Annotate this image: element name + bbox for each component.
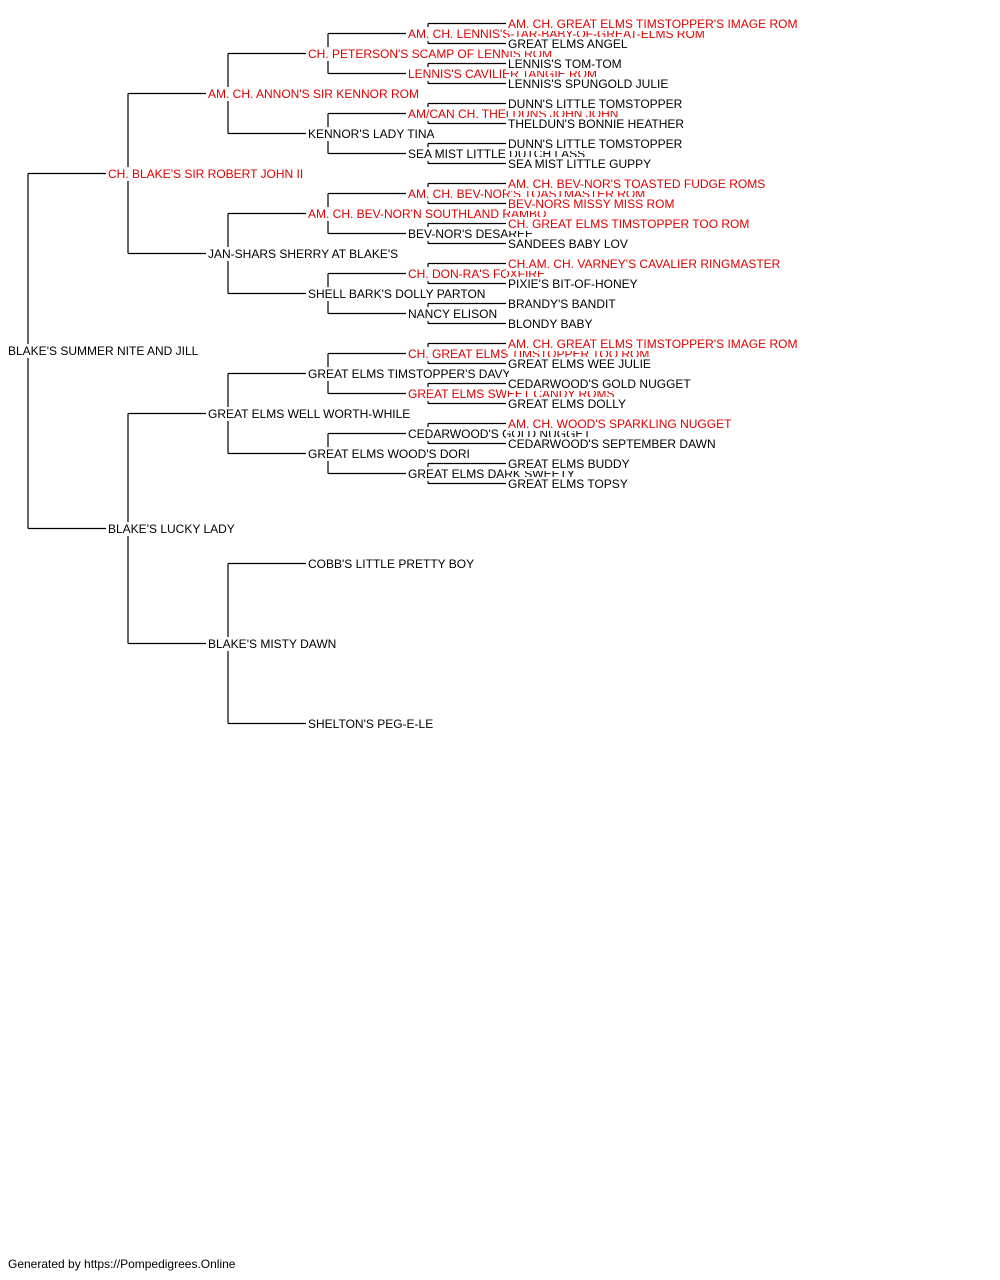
pedigree-name-dam-gen2: JAN-SHARS SHERRY AT BLAKE'S (206, 246, 401, 261)
pedigree-name-sire-gen5: DUNN'S LITTLE TOMSTOPPER (506, 96, 685, 111)
pedigree-name-dam-gen5: PIXIE'S BIT-OF-HONEY (506, 276, 640, 291)
pedigree-name-sire-gen2: GREAT ELMS WELL WORTH-WHILE (206, 406, 413, 421)
footer-credit: Generated by https://Pompedigrees.Online (8, 1257, 236, 1271)
pedigree-name-dam-gen5: SEA MIST LITTLE GUPPY (506, 156, 654, 171)
pedigree-name-sire-gen2: AM. CH. ANNON'S SIR KENNOR ROM (206, 86, 421, 101)
pedigree-name-dam-gen5: CEDARWOOD'S SEPTEMBER DAWN (506, 436, 718, 451)
pedigree-name-dam-gen3: SHELL BARK'S DOLLY PARTON (306, 286, 488, 301)
pedigree-name-dam-gen5: SANDEES BABY LOV (506, 236, 630, 251)
pedigree-name-dam-gen3: KENNOR'S LADY TINA (306, 126, 437, 141)
pedigree-name-dam-gen5: BLONDY BABY (506, 316, 595, 331)
pedigree-name-sire-gen3: COBB'S LITTLE PRETTY BOY (306, 556, 477, 571)
pedigree-name-dam-gen2: BLAKE'S MISTY DAWN (206, 636, 339, 651)
pedigree-name-sire-gen5: DUNN'S LITTLE TOMSTOPPER (506, 136, 685, 151)
pedigree-name-dam-gen3: GREAT ELMS WOOD'S DORI (306, 446, 472, 461)
pedigree-name-dam-gen5: BEV-NORS MISSY MISS ROM (506, 196, 677, 211)
pedigree-name-sire-gen5: CH. GREAT ELMS TIMSTOPPER TOO ROM (506, 216, 752, 231)
pedigree-name-dam-gen5: GREAT ELMS WEE JULIE (506, 356, 653, 371)
pedigree-name-sire-gen3: GREAT ELMS TIMSTOPPER'S DAVY (306, 366, 513, 381)
pedigree-name-sire-gen5: CEDARWOOD'S GOLD NUGGET (506, 376, 693, 391)
pedigree-name-sire-gen5: LENNIS'S TOM-TOM (506, 56, 624, 71)
pedigree-name-dam-gen5: THELDUN'S BONNIE HEATHER (506, 116, 687, 131)
pedigree-name-sire-gen3: CH. PETERSON'S SCAMP OF LENNIS ROM (306, 46, 555, 61)
pedigree-name-sire-gen1: CH. BLAKE'S SIR ROBERT JOHN II (106, 166, 306, 181)
pedigree-name-sire-gen3: AM. CH. BEV-NOR'N SOUTHLAND RAMBO (306, 206, 549, 221)
pedigree-name-sire-gen5: AM. CH. BEV-NOR'S TOASTED FUDGE ROMS (506, 176, 768, 191)
pedigree-name-dam-gen5: GREAT ELMS DOLLY (506, 396, 629, 411)
pedigree-name-dam-gen1: BLAKE'S LUCKY LADY (106, 521, 237, 536)
pedigree-name-sire-gen5: CH.AM. CH. VARNEY'S CAVALIER RINGMASTER (506, 256, 783, 271)
pedigree-name-dam-gen5: GREAT ELMS TOPSY (506, 476, 630, 491)
pedigree-name-dam-gen4: BEV-NOR'S DESAREE (406, 226, 535, 241)
pedigree-name-sire-gen5: AM. CH. WOOD'S SPARKLING NUGGET (506, 416, 734, 431)
pedigree-name-sire-gen5: GREAT ELMS BUDDY (506, 456, 632, 471)
pedigree-name-sire-gen5: AM. CH. GREAT ELMS TIMSTOPPER'S IMAGE RO… (506, 336, 800, 351)
pedigree-name-dam-gen5: GREAT ELMS ANGEL (506, 36, 630, 51)
pedigree-name-dam-gen4: NANCY ELISON (406, 306, 500, 321)
pedigree-name-subject-gen0: BLAKE'S SUMMER NITE AND JILL (6, 344, 201, 358)
pedigree-name-dam-gen5: LENNIS'S SPUNGOLD JULIE (506, 76, 671, 91)
pedigree-name-sire-gen5: BRANDY'S BANDIT (506, 296, 618, 311)
pedigree-name-dam-gen3: SHELTON'S PEG-E-LE (306, 716, 436, 731)
pedigree-name-sire-gen5: AM. CH. GREAT ELMS TIMSTOPPER'S IMAGE RO… (506, 16, 800, 31)
